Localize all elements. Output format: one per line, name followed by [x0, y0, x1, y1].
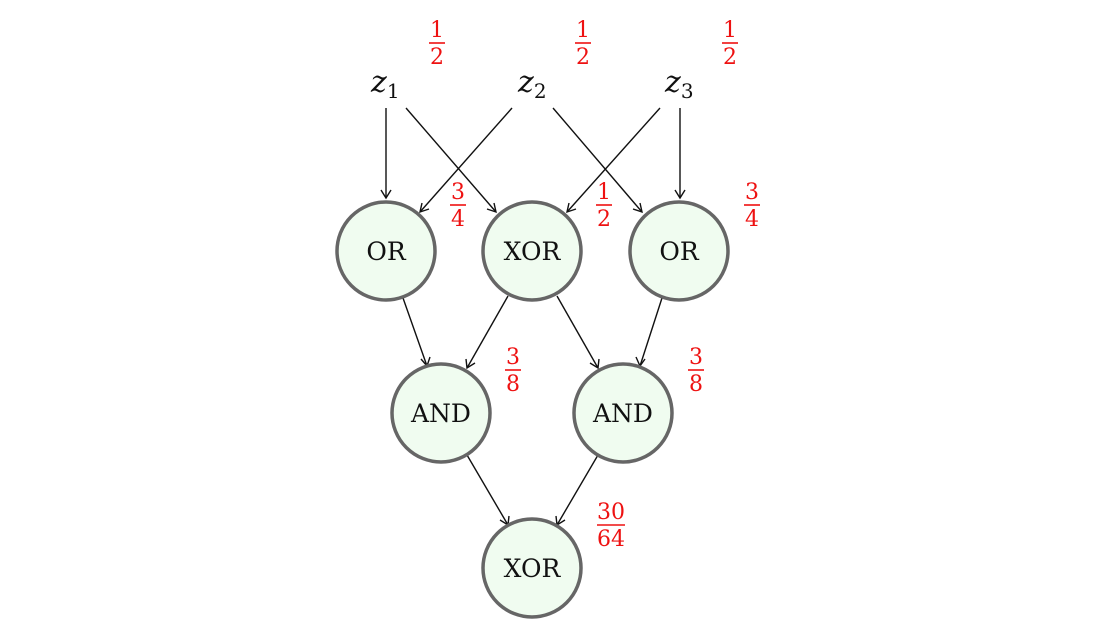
- gate-xor1-label: XOR: [504, 237, 562, 266]
- prob-or2-den: 4: [745, 207, 759, 232]
- gate-or2-circle: [628, 200, 730, 302]
- prob-z2: 1 2: [575, 18, 591, 70]
- arrowhead-z1-or1: [380, 189, 392, 200]
- arrowhead-and2-xor2: [555, 515, 566, 527]
- prob-or1-num: 3: [451, 180, 465, 205]
- prob-xor1-den: 2: [597, 207, 611, 232]
- edges: [380, 107, 686, 527]
- prob-z3: 1 2: [722, 18, 738, 70]
- input-variables: z1 z2 z3: [370, 65, 694, 103]
- edge-and1-xor2: [466, 454, 509, 526]
- arrowhead-xor1-and1: [465, 358, 476, 370]
- edge-z2-or2: [552, 107, 643, 213]
- gate-and1-label: AND: [410, 399, 471, 428]
- prob-z1: 1 2: [429, 18, 445, 70]
- arrowhead-z2-or2: [632, 202, 643, 214]
- prob-z2-den: 2: [576, 45, 590, 70]
- prob-and1-den: 8: [506, 372, 520, 397]
- arrowhead-xor1-and2: [589, 358, 600, 370]
- prob-and2-num: 3: [689, 345, 703, 370]
- arrowhead-z3-xor1: [566, 202, 577, 214]
- prob-z3-num: 1: [723, 18, 737, 43]
- gate-xor1-circle: [481, 200, 583, 302]
- gate-xor1: XOR: [481, 200, 583, 302]
- gate-xor2: XOR: [481, 517, 583, 619]
- edge-xor1-and1: [466, 295, 509, 369]
- prob-and1-num: 3: [506, 345, 520, 370]
- gate-nodes: OR XOR OR AND AND XOR: [335, 200, 730, 619]
- prob-or2-num: 3: [745, 180, 759, 205]
- arrowhead-z3-or2: [674, 189, 686, 200]
- gate-and1: AND: [390, 362, 492, 464]
- edge-and2-xor2: [556, 454, 599, 526]
- edge-z2-or1: [419, 107, 513, 213]
- input-z3: z3: [664, 65, 694, 103]
- prob-or2: 3 4: [744, 180, 760, 232]
- gate-and1-circle: [390, 362, 492, 464]
- edge-xor1-and2: [556, 295, 599, 369]
- probabilities: 1 2 1 2 1 2 3 4 1 2 3 4: [429, 18, 760, 552]
- prob-or1-den: 4: [451, 207, 465, 232]
- prob-and2-den: 8: [689, 372, 703, 397]
- prob-xor1-num: 1: [597, 180, 611, 205]
- prob-xor1: 1 2: [596, 180, 612, 232]
- gate-or2-label: OR: [659, 237, 699, 266]
- arrowhead-z1-xor1: [486, 202, 497, 214]
- arrowhead-z2-or1: [419, 202, 430, 214]
- prob-and1: 3 8: [505, 345, 521, 397]
- edge-or1-and1: [402, 297, 428, 367]
- gate-and2-label: AND: [592, 399, 653, 428]
- prob-xor2: 30 64: [597, 500, 625, 552]
- gate-xor2-circle: [481, 517, 583, 619]
- edge-z1-xor1: [405, 107, 497, 213]
- gate-xor2-label: XOR: [504, 554, 562, 583]
- prob-z3-den: 2: [723, 45, 737, 70]
- gate-and2-circle: [572, 362, 674, 464]
- prob-and2: 3 8: [688, 345, 704, 397]
- gate-or2: OR: [628, 200, 730, 302]
- edge-z3-xor1: [566, 107, 661, 213]
- input-z1: z1: [370, 65, 400, 103]
- prob-z1-num: 1: [430, 18, 444, 43]
- prob-xor2-num: 30: [597, 500, 625, 525]
- prob-or1: 3 4: [450, 180, 466, 232]
- prob-z2-num: 1: [576, 18, 590, 43]
- edge-or2-and2: [639, 297, 663, 367]
- gate-or1: OR: [335, 200, 437, 302]
- input-z2: z2: [517, 65, 547, 103]
- gate-or1-label: OR: [366, 237, 406, 266]
- gate-and2: AND: [572, 362, 674, 464]
- prob-z1-den: 2: [430, 45, 444, 70]
- prob-xor2-den: 64: [597, 527, 625, 552]
- gate-or1-circle: [335, 200, 437, 302]
